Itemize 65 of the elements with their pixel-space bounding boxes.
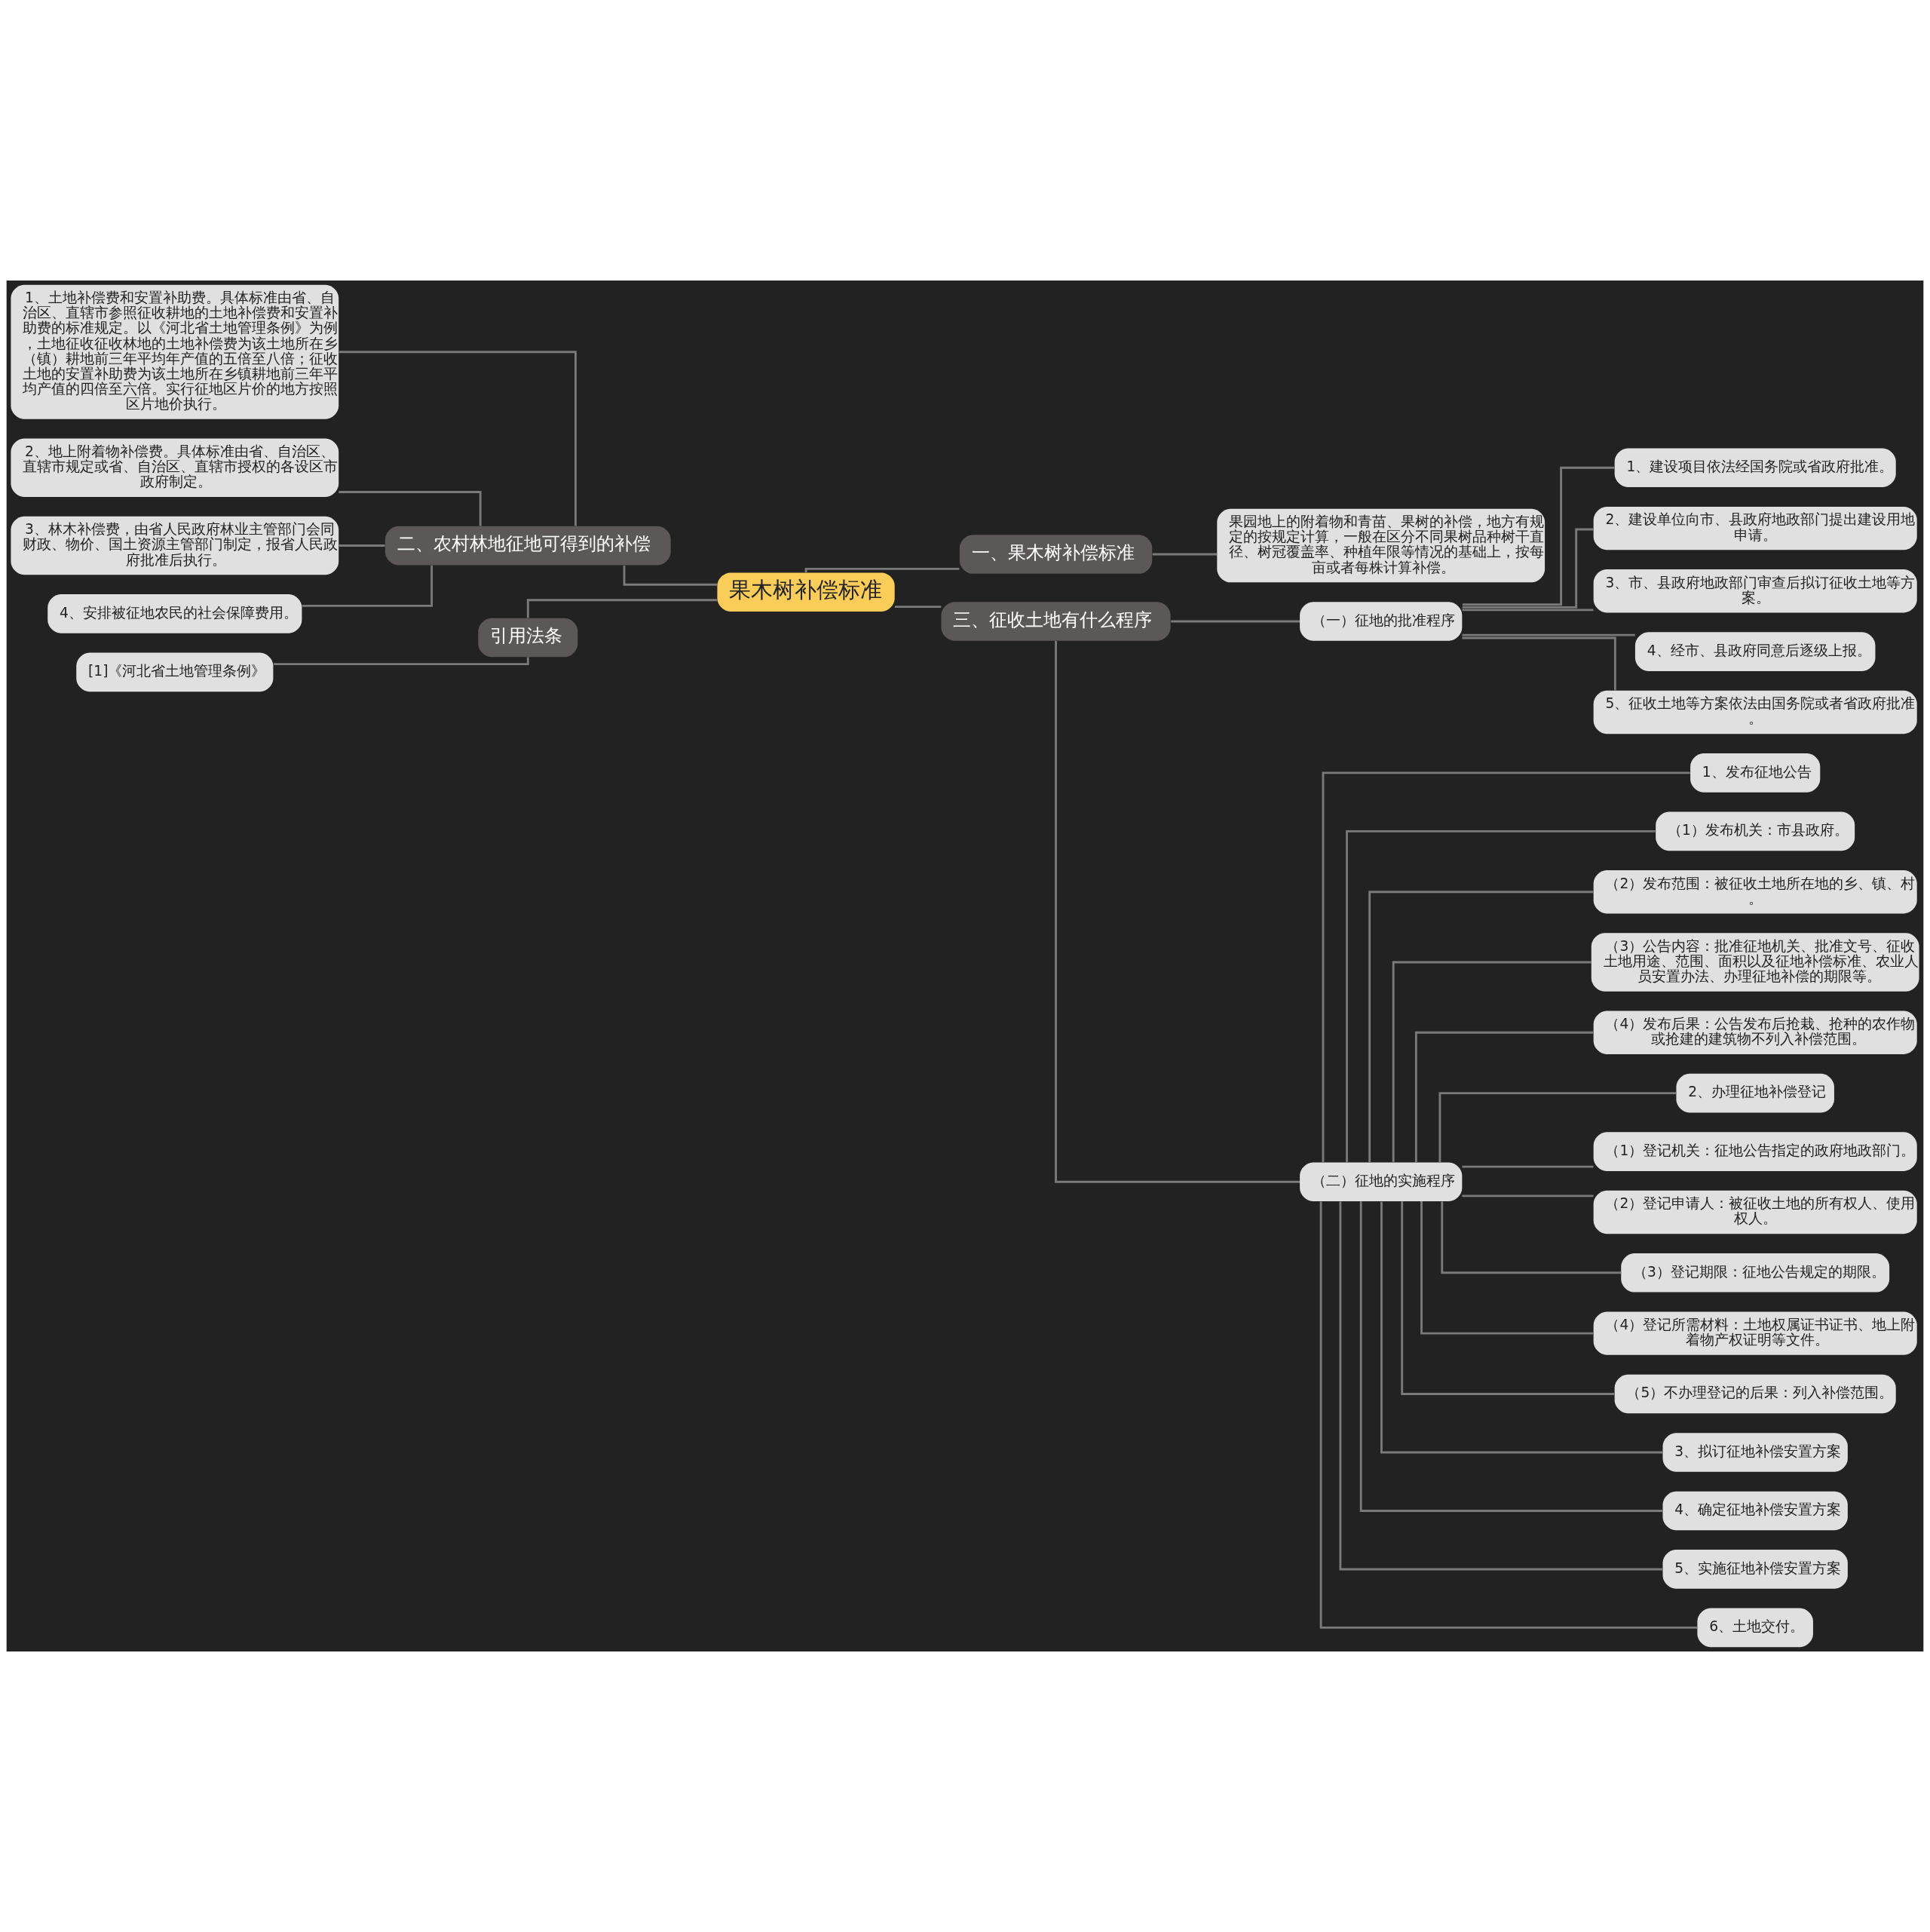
- node-box: （3）公告内容：批准征地机关、批准文号、征收土地用途、范围、面积以及征地补偿标准、农业人员安置办法、办理征地补偿的期限等。: [1591, 933, 1919, 992]
- node-box: 4、安排被征地农民的社会保障费用。: [47, 594, 302, 633]
- node-box: 3、市、县政府地政部门审查后拟订征收土地等方案。: [1593, 569, 1917, 613]
- node-box: （3）登记期限：征地公告规定的期限。: [1621, 1253, 1890, 1293]
- connector: [804, 567, 960, 573]
- node-box: [1]《河北省土地管理条例》: [76, 652, 274, 692]
- connector: [1462, 1165, 1594, 1168]
- node-box: 2、建设单位向市、县政府地政部门提出建设用地申请。: [1593, 506, 1917, 550]
- node-box: 三、征收土地有什么程序: [941, 602, 1171, 641]
- node-box: 5、实施征地补偿安置方案: [1662, 1550, 1848, 1589]
- connector: [1152, 553, 1217, 556]
- node-box: 果园地上的附着物和青苗、果树的补偿，地方有规定的按规定计算，一般在区分不同果树品种树干直径、树冠覆盖率、种植年限等情况的基础上，按每亩或者每株计算补偿。: [1217, 508, 1546, 583]
- connector: [1171, 620, 1300, 623]
- node-box: 1、发布征地公告: [1690, 753, 1821, 793]
- connector: [1438, 1092, 1677, 1163]
- connector: [1462, 528, 1594, 609]
- connector: [1392, 961, 1591, 1163]
- connector: [302, 565, 433, 607]
- connector: [339, 491, 482, 526]
- connector: [273, 657, 529, 666]
- node-box: （5）不办理登记的后果：列入补偿范围。: [1614, 1374, 1896, 1414]
- node-box: （4）登记所需材料：土地权属证书证书、地上附着物产权证明等文件。: [1593, 1311, 1917, 1355]
- connector: [623, 566, 718, 586]
- connector: [1462, 1194, 1594, 1198]
- node-box: （1）发布机关：市县政府。: [1656, 811, 1855, 851]
- connector: [1359, 1201, 1662, 1512]
- connector: [1401, 1201, 1614, 1395]
- node-box: 4、确定征地补偿安置方案: [1662, 1491, 1848, 1531]
- connector: [1462, 609, 1594, 612]
- connector: [1462, 633, 1635, 636]
- connector: [1380, 1201, 1662, 1454]
- node-box: （2）发布范围：被征收土地所在地的乡、镇、村。: [1593, 870, 1917, 914]
- connector: [1420, 1201, 1594, 1335]
- connector: [894, 606, 942, 609]
- node-box: 1、建设项目依法经国务院或省政府批准。: [1614, 448, 1896, 488]
- node-box: 2、办理征地补偿登记: [1676, 1073, 1834, 1113]
- connector: [1441, 1201, 1622, 1274]
- node-box: （4）发布后果：公告发布后抢栽、抢种的农作物或抢建的建筑物不列入补偿范围。: [1593, 1010, 1917, 1054]
- connector: [1462, 636, 1616, 691]
- node-box: 1、土地补偿费和安置补助费。具体标准由省、自治区、直辖市参照征收耕地的土地补偿费和安置补助费的标准规定。以《河北省土地管理条例》为例，土地征收征收林地的土地补偿费为该土地所在乡（镇）耕地前三年平均年产值的五倍至八倍；征收土地的安置补助费为该土地所在乡镇耕地前三年平均产值的四倍至六倍。实行征地区片价的地方按照区片地价执行。: [11, 284, 339, 419]
- connector: [339, 544, 385, 547]
- connector: [1414, 1031, 1594, 1163]
- node-box: （1）登记机关：征地公告指定的政府地政部门。: [1593, 1132, 1917, 1171]
- node-box: 3、拟订征地补偿安置方案: [1662, 1433, 1848, 1472]
- node-box: 2、地上附着物补偿费。具体标准由省、自治区、直辖市规定或省、自治区、直辖市授权的各设区市政府制定。: [11, 438, 339, 497]
- node-box: 一、果木树补偿标准: [959, 535, 1153, 574]
- node-box: 6、土地交付。: [1697, 1608, 1813, 1648]
- node-box: （二）征地的实施程序: [1300, 1162, 1463, 1202]
- connector: [1368, 891, 1594, 1163]
- node-box: 果木树补偿标准: [717, 572, 895, 612]
- connector: [1346, 830, 1656, 1162]
- connector: [1339, 1201, 1663, 1571]
- node-box: （2）登记申请人：被征收土地的所有权人、使用权人。: [1593, 1190, 1917, 1234]
- connector: [1463, 466, 1614, 606]
- connector: [339, 351, 577, 526]
- node-box: 4、经市、县政府同意后逐级上报。: [1634, 632, 1876, 671]
- connector: [1319, 1201, 1698, 1629]
- node-box: （一）征地的批准程序: [1300, 602, 1463, 641]
- connector: [526, 599, 718, 618]
- node-box: 5、征收土地等方案依法由国务院或者省政府批准。: [1593, 690, 1917, 734]
- node-box: 二、农村林地征地可得到的补偿: [384, 526, 671, 566]
- node-box: 3、林木补偿费，由省人民政府林业主管部门会同财政、物价、国土资源主管部门制定，报省人民政府批准后执行。: [11, 516, 339, 575]
- node-box: 引用法条: [478, 618, 578, 658]
- connector: [1322, 771, 1690, 1163]
- connector: [1055, 641, 1300, 1183]
